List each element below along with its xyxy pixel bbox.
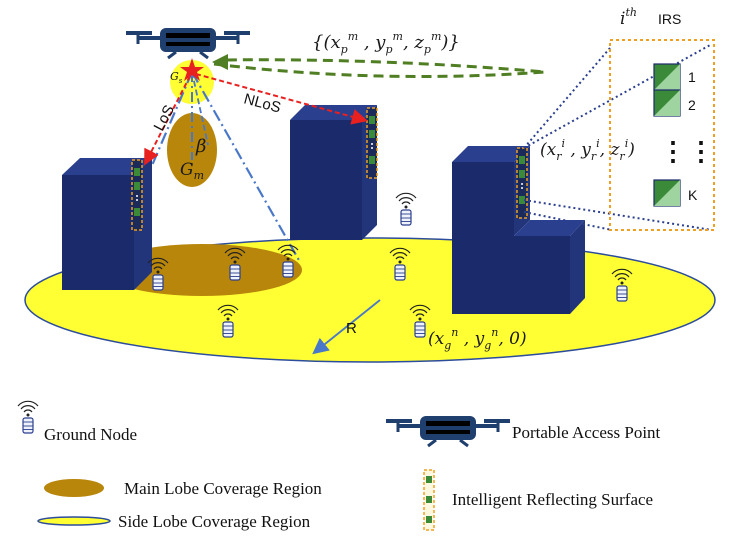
legend-irs: Intelligent Reflecting Surface [452,490,653,509]
uav-position-star [180,58,204,81]
radius-label: R [346,320,357,337]
legend-side-lobe: Side Lobe Coverage Region [118,512,311,531]
node-position-label: (xgn , ygn, 0) [428,326,527,352]
ground-node [395,192,417,226]
legend-main-lobe: Main Lobe Coverage Region [124,479,322,498]
irs-position-label: (xri , yri, zri) [540,137,635,163]
feedback-arrow [213,58,546,78]
irs-panel-left [131,159,143,231]
zoom-line [523,47,611,149]
legend-ground-node-icon [17,400,39,434]
beta-label: β [195,136,206,157]
irs-element-2 [653,89,681,117]
uav-access-point [124,26,252,60]
irs-dots-left: ⋮ [660,136,686,166]
beam-angle-line [191,71,209,146]
legend-main-lobe-icon [44,479,104,497]
legend-irs-icon [423,469,435,531]
gs-label: G [170,70,179,83]
irs-panel-middle [366,107,378,179]
zoom-line [523,43,713,149]
irs-title-i: i [620,9,625,29]
irs-element-k-label: K [688,187,698,203]
building-middle [290,105,377,240]
svg-text:Gm: Gm [180,160,204,182]
gs-subscript: s [179,77,183,85]
zoom-line [523,199,713,231]
nlos-link [195,73,368,125]
svg-text:Gs: Gs [170,70,183,85]
irs-detail-box [609,39,715,231]
legend-side-lobe-icon [37,516,111,526]
los-link [144,75,191,166]
radius-arrow [312,299,381,355]
irs-panel-right [516,147,528,219]
nlos-label: NLoS [242,90,283,116]
gm-label: G [180,160,194,180]
irs-element-k [653,179,681,207]
legend-ground-node: Ground Node [44,425,137,444]
irs-title-th: th [625,6,637,19]
irs-dots-right: ⋮ [688,136,714,166]
uav-position-label: {(xpm , ypm, zpm)} [312,30,460,56]
irs-element-1 [653,63,681,91]
legend-access-point: Portable Access Point [512,423,661,442]
main-lobe-shape [167,113,217,187]
building-left [62,158,152,290]
svg-text:ith: ith [620,6,637,29]
legend-access-point-icon [384,414,512,448]
irs-element-1-label: 1 [688,69,696,85]
beam-edge-right [191,71,301,263]
feedback-arrowhead [212,54,228,70]
gm-subscript: m [194,169,204,182]
irs-title-text: IRS [658,11,681,27]
irs-element-2-label: 2 [688,97,696,113]
